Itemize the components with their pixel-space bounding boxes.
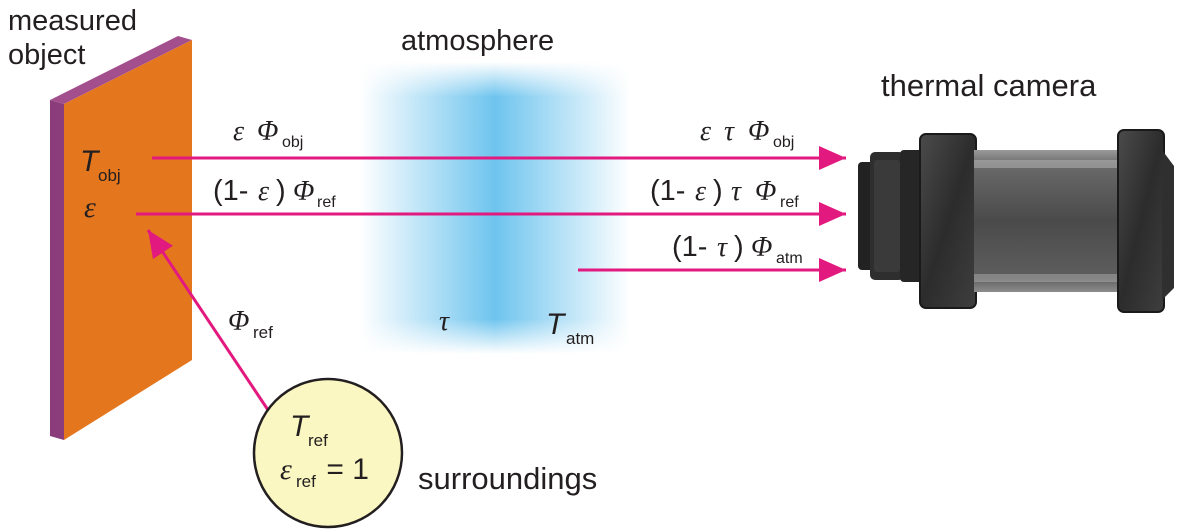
symbol-subscript: obj [98, 166, 121, 185]
flux-label-object-right: ε τ Φ obj [700, 116, 794, 151]
symbol-eps: ε [280, 453, 292, 486]
symbol-subscript: ref [296, 472, 316, 491]
symbol-subscript: ref [780, 194, 799, 211]
symbol-subscript: atm [776, 250, 803, 267]
symbol-subscript: obj [282, 134, 303, 151]
symbol-prefix: (1- [650, 175, 685, 207]
symbol-subscript: ref [308, 431, 328, 450]
flux-label-reflected-right: (1- ε ) τ Φ ref [650, 175, 799, 211]
surroundings-temperature-symbol: T ref [290, 410, 328, 450]
symbol-subscript: atm [566, 329, 594, 348]
thermal-camera-icon [858, 129, 1174, 313]
flux-label-reflected-left: (1- ε ) Φ ref [213, 175, 336, 211]
flux-label-atmosphere-right: (1- τ ) Φ atm [672, 231, 803, 267]
symbol-phi: Φ [293, 176, 314, 207]
atmosphere-transmittance-symbol: τ [439, 306, 450, 337]
symbol-eps: ε [233, 116, 244, 147]
atmosphere-temperature-symbol: T atm [546, 308, 594, 348]
symbol-subscript: ref [317, 194, 336, 211]
symbol-tau: τ [724, 116, 735, 147]
symbol-close: ) [276, 175, 286, 207]
flux-label-reflected-incoming: Φ ref [228, 306, 273, 342]
object-emissivity-symbol: ε [84, 191, 96, 224]
thermal-camera-label: thermal camera [881, 68, 1097, 103]
object-temperature-symbol: T obj [80, 145, 121, 185]
symbol-close: ) [713, 175, 723, 207]
symbol-phi: Φ [748, 116, 769, 147]
atmosphere-label: atmosphere [401, 25, 554, 57]
symbol-close: ) [734, 231, 744, 263]
arrow-surroundings-to-object [146, 229, 270, 411]
symbol-T: T [80, 145, 101, 178]
surroundings-emissivity-symbol: ε ref = 1 [280, 453, 369, 491]
measured-object-label-line2: object [8, 39, 85, 71]
symbol-eps: ε [695, 176, 706, 207]
symbol-T: T [290, 410, 311, 443]
symbol-phi: Φ [228, 306, 249, 337]
symbol-phi: Φ [257, 116, 278, 147]
surroundings-label: surroundings [418, 461, 597, 496]
symbol-prefix: (1- [672, 231, 707, 263]
symbol-prefix: (1- [213, 175, 248, 207]
atmosphere-band [360, 62, 630, 354]
symbol-eps: ε [258, 176, 269, 207]
measured-object-plate [50, 36, 192, 440]
symbol-value: = 1 [318, 453, 369, 486]
symbol-subscript: ref [253, 323, 273, 342]
symbol-tau: τ [717, 232, 728, 263]
symbol-phi: Φ [751, 232, 772, 263]
surroundings-circle [252, 377, 404, 529]
symbol-eps: ε [700, 116, 711, 147]
symbol-tau: τ [731, 176, 742, 207]
symbol-subscript: obj [773, 134, 794, 151]
measured-object-label-line1: measured [8, 5, 137, 37]
symbol-phi: Φ [755, 176, 776, 207]
flux-label-object-left: ε Φ obj [233, 116, 303, 151]
symbol-T: T [546, 308, 567, 341]
